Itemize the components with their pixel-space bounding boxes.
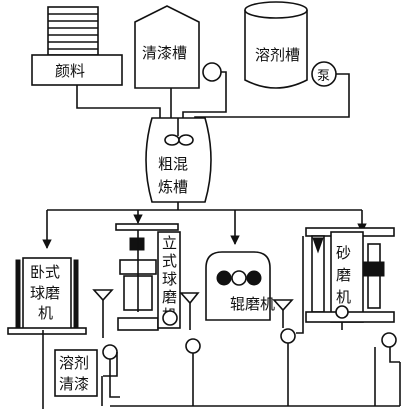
horizontal-ball-mill-label-3: 机	[38, 304, 53, 322]
vertical-ball-mill: 立 式 球 磨 机	[115, 223, 201, 354]
sand-mill-label-2: 磨	[336, 266, 351, 284]
pigment-label: 颜料	[55, 62, 85, 80]
roller-mill: 辊磨机	[205, 251, 296, 344]
solvent-tank: 溶剂槽	[244, 1, 308, 89]
clear-paint-tank: 清漆槽	[134, 5, 200, 89]
vertical-ball-mill-label-4: 磨	[162, 288, 177, 306]
sand-mill-label-1: 砂	[336, 244, 351, 262]
varnish-pump	[102, 344, 118, 360]
sand-mill-label-3: 机	[336, 288, 351, 306]
horizontal-ball-mill-label-2: 球磨	[30, 284, 60, 302]
solvent-varnish-label-1: 溶剂	[59, 354, 89, 372]
horizontal-ball-mill-label-1: 卧式	[30, 263, 60, 281]
vertical-ball-mill-label-2: 式	[162, 252, 177, 270]
sand-mill: 砂 磨 机	[305, 227, 397, 348]
premix-tank-label-2: 炼槽	[158, 178, 188, 196]
clear-paint-tank-label: 清漆槽	[142, 44, 187, 62]
solvent-varnish-label-2: 清漆	[59, 375, 89, 393]
return-lines	[42, 236, 401, 409]
solvent-pump: 泵	[311, 61, 337, 87]
solvent-varnish-tank: 溶剂 清漆	[54, 349, 98, 397]
pigment-bags	[47, 6, 99, 56]
premix-tank: 粗混 炼槽	[145, 117, 212, 203]
premix-tank-label-1: 粗混	[158, 155, 188, 173]
vertical-ball-mill-label-3: 球	[162, 270, 177, 288]
pigment-box: 颜料	[31, 54, 123, 86]
clear-paint-pump	[202, 62, 222, 82]
horizontal-ball-mill: 卧式 球磨 机	[7, 257, 114, 338]
distribution-lines	[42, 202, 367, 249]
solvent-tank-label: 溶剂槽	[255, 46, 300, 64]
roller-mill-label: 辊磨机	[230, 295, 275, 313]
vertical-ball-mill-label-1: 立	[162, 234, 177, 252]
pump-label: 泵	[317, 69, 330, 84]
